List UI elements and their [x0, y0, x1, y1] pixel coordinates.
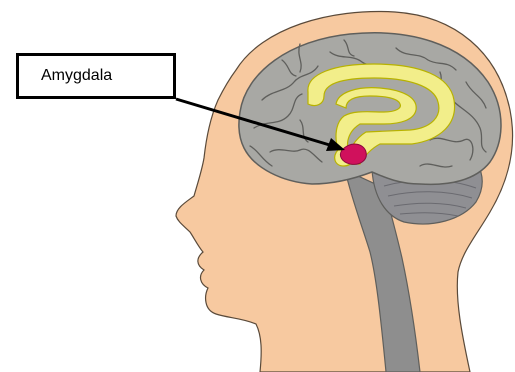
amygdala-label-box: Amygdala [16, 53, 176, 99]
amygdala-label: Amygdala [41, 67, 112, 85]
